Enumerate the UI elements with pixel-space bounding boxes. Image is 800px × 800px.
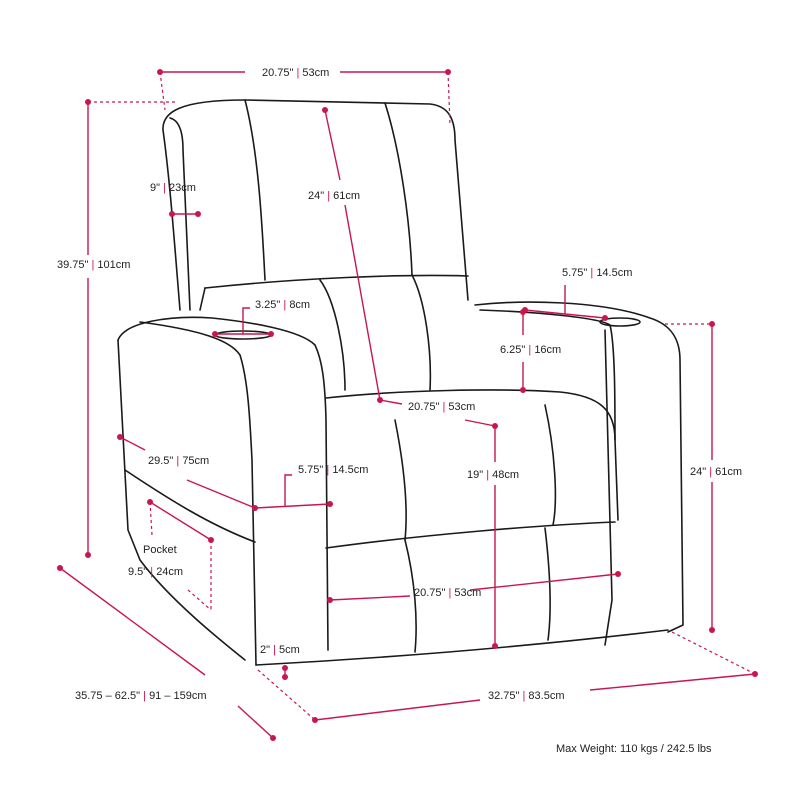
arm-width-label: 5.75" | 14.5cm (562, 267, 632, 279)
overall-width-label: 32.75" | 83.5cm (488, 690, 565, 702)
arm-height-above-seat-label: 6.25" | 16cm (500, 344, 561, 356)
overall-height-label: 39.75" | 101cm (57, 259, 130, 271)
seat-width-label: 20.75" | 53cm (414, 587, 481, 599)
back-height-label: 24" | 61cm (308, 190, 360, 202)
arm-front-width-label: 5.75" | 14.5cm (298, 464, 368, 476)
top-width-label: 20.75" | 53cm (262, 67, 329, 79)
headrest-depth-label: 9" | 23cm (150, 182, 196, 194)
recliner-outline (117, 99, 684, 666)
ground-clearance-label: 2" | 5cm (260, 644, 300, 656)
arm-depth-label: 29.5" | 75cm (148, 455, 209, 467)
overall-depth-label: 35.75 – 62.5" | 91 – 159cm (75, 690, 207, 702)
pocket-title: Pocket (143, 544, 177, 556)
max-weight-label: Max Weight: 110 kgs / 242.5 lbs (556, 743, 712, 755)
arm-height-label: 24" | 61cm (690, 466, 742, 478)
seat-depth-label: 20.75" | 53cm (408, 401, 475, 413)
dimension-labels: 20.75" | 53cm 39.75" | 101cm 9" | 23cm 2… (57, 67, 742, 755)
seat-height-label: 19" | 48cm (467, 469, 519, 481)
cup-holder-label: 3.25" | 8cm (255, 299, 310, 311)
pocket-label: 9.5" | 24cm (128, 566, 183, 578)
dimension-lines (57, 69, 758, 741)
